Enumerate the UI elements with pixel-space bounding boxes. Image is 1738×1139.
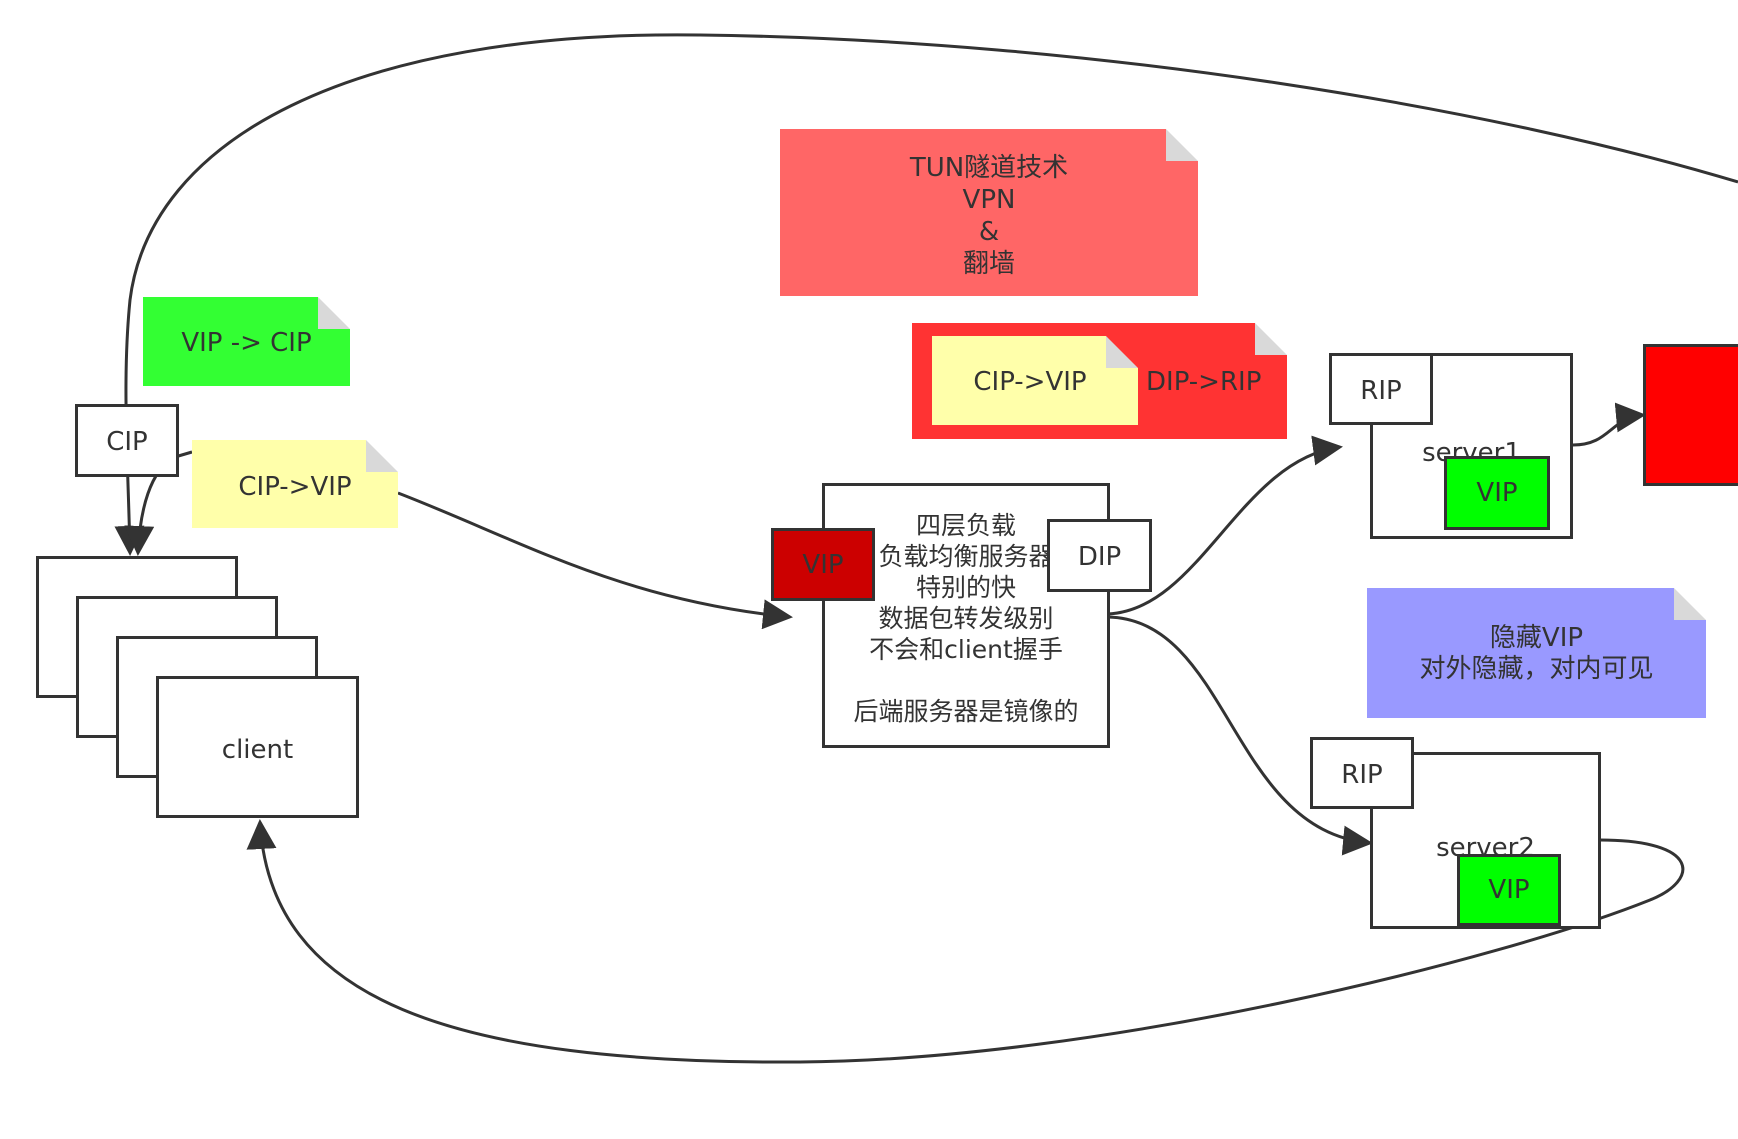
lb-to-server1-edge [1107,435,1343,616]
cip-label: CIP [106,427,148,457]
lb-vip-box[interactable]: VIP [771,528,875,601]
tun-line-1: TUN隧道技术 [909,153,1069,183]
hidden-vip-line-2: 对外隐藏，对内可见 [1419,654,1654,684]
return-arc-top [114,33,1738,556]
server1-rip-box[interactable]: RIP [1329,353,1433,425]
note-fold [318,297,350,329]
red-block [1643,344,1738,486]
lb-to-server2-edge [1107,615,1373,856]
tun-line-2: VPN [962,185,1016,215]
cip-to-vip-inner-note: CIP->VIP [932,336,1138,425]
lb-line-5: 不会和client握手 [869,635,1063,664]
lb-dip-label: DIP [1077,542,1122,572]
note-fold [1106,336,1138,368]
tun-note: TUN隧道技术 VPN & 翻墙 [780,129,1198,296]
load-balancer-text: 四层负载 负载均衡服务器 特别的快 数据包转发级别 不会和client握手 后端… [825,510,1107,727]
note-fold [1166,129,1198,161]
note-fold [1674,588,1706,620]
lb-dip-box[interactable]: DIP [1047,519,1152,592]
client-box[interactable]: client [156,676,359,818]
lb-line-3: 特别的快 [915,573,1016,602]
cip-to-vip-inner-text: CIP->VIP [973,367,1087,397]
cip-box[interactable]: CIP [75,404,179,477]
server1-vip-box[interactable]: VIP [1444,456,1550,530]
server1-rip-label: RIP [1360,376,1402,406]
server2-rip-box[interactable]: RIP [1310,737,1414,809]
tun-line-3: & [978,217,1000,247]
server2-vip-box[interactable]: VIP [1457,854,1561,926]
dip-to-rip-text: DIP->RIP [1146,367,1262,397]
vip-to-cip-text: VIP -> CIP [181,328,312,358]
note-fold [366,440,398,472]
lb-line-6 [825,665,1107,696]
lb-line-7: 后端服务器是镜像的 [853,697,1079,726]
lb-line-1: 四层负载 [915,511,1016,540]
request-to-lb-edge [397,491,793,630]
server2-return-edge [246,819,1685,1064]
cip-to-vip-text: CIP->VIP [238,472,352,502]
hidden-vip-text: 隐藏VIP 对外隐藏，对内可见 [1367,623,1706,685]
lb-line-2: 负载均衡服务器 [878,542,1054,571]
note-fold [1255,323,1287,355]
client-label: client [221,735,294,765]
tun-line-4: 翻墙 [962,249,1015,279]
hidden-vip-note: 隐藏VIP 对外隐藏，对内可见 [1367,588,1706,718]
hidden-vip-line-1: 隐藏VIP [1489,623,1584,653]
server2-vip-label: VIP [1488,875,1530,905]
vip-to-cip-note: VIP -> CIP [143,297,350,386]
tun-note-text: TUN隧道技术 VPN & 翻墙 [780,152,1198,280]
server2-rip-label: RIP [1341,760,1383,790]
server1-vip-label: VIP [1476,478,1518,508]
lb-vip-label: VIP [802,549,844,580]
server1-to-red-edge [1572,402,1646,447]
lb-line-4: 数据包转发级别 [878,604,1054,633]
cip-to-vip-note: CIP->VIP [192,440,398,528]
